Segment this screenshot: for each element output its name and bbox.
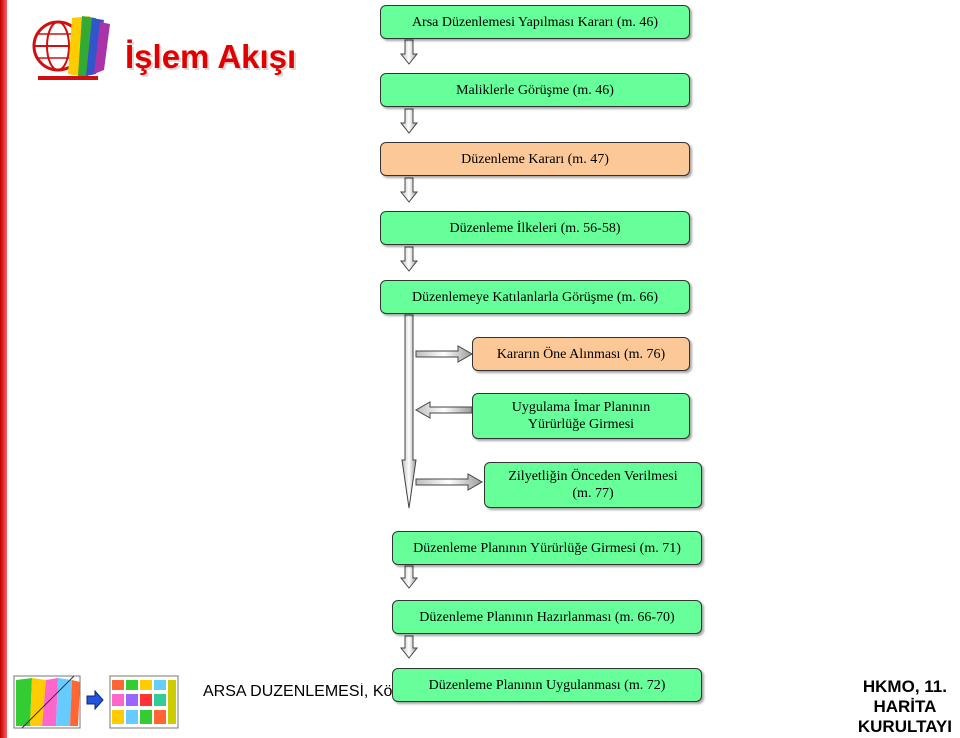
vertical-trunk-arrow: [401, 314, 417, 509]
blue-arrow-right-icon: [86, 690, 104, 710]
flow-step-8: Zilyetliğin Önceden Verilmesi (m. 77): [484, 462, 702, 508]
side-arrow-2: [414, 401, 473, 419]
left-accent-bar: [0, 0, 7, 738]
flow-step-6: Kararın Öne Alınması (m. 76): [472, 337, 690, 371]
parcel-map-after-icon: [109, 675, 179, 729]
org-line-3: KURULTAYI: [857, 717, 952, 736]
parcel-map-before-icon: [13, 675, 81, 729]
flow-step-2: Maliklerle Görüşme (m. 46): [380, 73, 690, 107]
organization-label: HKMO, 11. HARİTA KURULTAYI: [858, 677, 952, 737]
flow-step-4: Düzenleme İlkeleri (m. 56-58): [380, 211, 690, 245]
down-arrow-2: [399, 108, 419, 134]
footer-caption: ARSA DUZENLEMESİ, Köktürk: [203, 683, 393, 700]
side-arrow-3: [415, 473, 484, 491]
globe-logo-icon: [32, 16, 110, 80]
flow-step-11: Düzenleme Planının Uygulanması (m. 72): [392, 668, 702, 702]
down-arrow-1: [399, 39, 419, 65]
org-line-2: HARİTA: [873, 697, 937, 716]
org-line-1: HKMO, 11.: [862, 677, 947, 696]
flow-step-10: Düzenleme Planının Hazırlanması (m. 66-7…: [392, 600, 702, 634]
down-arrow-6: [399, 635, 419, 659]
page-title: İşlem Akışı: [125, 38, 297, 75]
flow-step-5: Düzenlemeye Katılanlarla Görüşme (m. 66): [380, 280, 690, 314]
flow-step-7: Uygulama İmar Planının Yürürlüğe Girmesi: [472, 393, 690, 439]
flow-step-9: Düzenleme Planının Yürürlüğe Girmesi (m.…: [392, 531, 702, 565]
down-arrow-3: [399, 177, 419, 203]
flow-step-1: Arsa Düzenlemesi Yapılması Kararı (m. 46…: [380, 5, 690, 39]
down-arrow-4: [399, 246, 419, 272]
side-arrow-1: [415, 345, 474, 363]
down-arrow-5: [399, 565, 419, 589]
flow-step-3: Düzenleme Kararı (m. 47): [380, 142, 690, 176]
